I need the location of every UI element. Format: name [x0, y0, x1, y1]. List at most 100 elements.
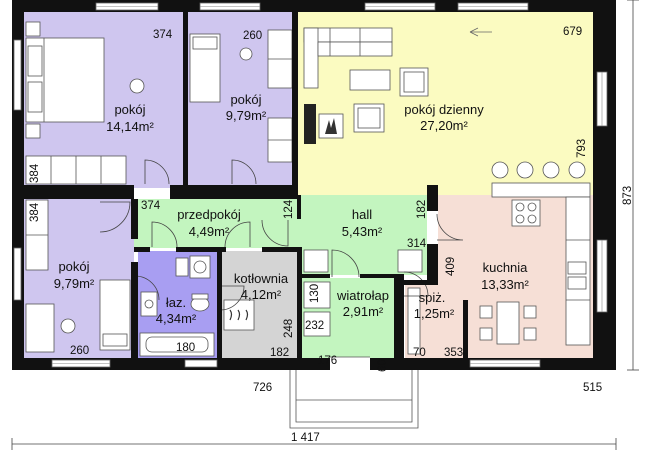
- wall-v-sw: [131, 199, 138, 239]
- wall-h-bath-top: [134, 247, 150, 252]
- arrow-left-icon: [469, 27, 492, 37]
- hall-cabinet-icon: [397, 249, 423, 273]
- door-swing-icon: [151, 221, 178, 248]
- vestibule-bench-icon: [303, 281, 331, 309]
- door-swing-icon: [261, 219, 289, 247]
- wall-bottom: [12, 358, 616, 370]
- window-icon: [596, 239, 608, 313]
- dim-label: 124: [283, 199, 295, 219]
- room-area: 4,12m²: [241, 287, 282, 302]
- doors: [99, 159, 464, 311]
- wall-h-bath-top-b: [176, 247, 226, 252]
- room-area: 1,25m²: [414, 306, 455, 321]
- dim-label: 384: [29, 163, 41, 183]
- wall-h-vest-top-b: [360, 274, 404, 278]
- dim-label: 260: [70, 345, 89, 357]
- window-icon: [364, 2, 436, 11]
- toilet-icon: [189, 255, 211, 279]
- window-icon: [469, 359, 541, 368]
- washbasin-icon: [140, 291, 158, 317]
- furniture: [25, 21, 591, 357]
- fireplace-icon: [318, 113, 344, 139]
- room-name: kuchnia: [483, 260, 529, 275]
- window-icon: [596, 71, 608, 127]
- room-name: hall: [352, 207, 372, 222]
- dim-label: 260: [243, 30, 262, 42]
- wall-v-bedroom-living: [292, 12, 298, 195]
- dim-label: 726: [253, 382, 272, 394]
- door-swing-icon: [219, 285, 245, 311]
- cabinet-icon: [175, 257, 189, 277]
- dimension-lines: [11, 0, 639, 450]
- dim-label: 793: [576, 139, 588, 158]
- dim-label: 182: [270, 347, 289, 359]
- dim-label: 314: [407, 238, 427, 250]
- wardrobe-icon: [267, 29, 293, 89]
- door-swing-icon: [224, 221, 251, 248]
- door-swing-icon: [331, 249, 360, 278]
- wall-v-hall-kitchen: [427, 185, 438, 211]
- pantry-shelf-icon: [407, 287, 421, 355]
- dim-label: 1 417: [291, 432, 320, 444]
- wardrobe-icon: [25, 155, 127, 185]
- room-name: pokój: [230, 92, 261, 107]
- wall-v-vest-pantry: [394, 274, 404, 358]
- door-swing-icon: [144, 159, 170, 185]
- room-name: kotłownia: [234, 271, 289, 286]
- wall-v-pantry-kitchen: [463, 300, 468, 358]
- dim-label: 70: [413, 347, 426, 359]
- dim-label: 182: [416, 200, 428, 219]
- dim-label: 374: [141, 200, 161, 212]
- room-name: spiż.: [419, 290, 446, 305]
- room-name: przedpokój: [177, 207, 241, 222]
- bathtub-icon: [139, 332, 215, 357]
- room-labels: pokój 14,14m² pokój 9,79m² pokój dzienny…: [54, 92, 530, 326]
- wall-v-bath-boiler: [217, 247, 222, 358]
- wall-v-boiler-vest: [297, 247, 302, 358]
- dim-label: 232: [305, 320, 324, 332]
- entrance-porch: [289, 370, 419, 429]
- dim-label: 374: [153, 29, 173, 41]
- wall-v-sw-b: [131, 262, 138, 358]
- hall-cabinet-icon: [303, 249, 329, 273]
- window-icon: [95, 2, 159, 11]
- window-icon: [51, 359, 111, 368]
- wardrobe-icon: [25, 199, 49, 271]
- wall-h-pantry-top: [404, 280, 438, 285]
- window-icon: [13, 39, 22, 111]
- room-area: 4,49m²: [189, 224, 230, 239]
- wall-v-bedrooms: [183, 12, 188, 188]
- dining-table-icon: [479, 301, 537, 345]
- desk-icon: [267, 117, 293, 163]
- dim-label: 515: [583, 382, 602, 394]
- dim-label: 130: [309, 284, 321, 303]
- dimension-labels: 374 260 679 384 793 374 124 182 384 314 …: [29, 26, 634, 444]
- sofa-icon: [303, 27, 393, 89]
- wall-h-north-b: [170, 185, 298, 199]
- window-icon: [457, 2, 529, 11]
- wall-h-vest-top: [302, 274, 330, 278]
- room-name: pokój: [58, 259, 89, 274]
- dim-label: 176: [318, 355, 337, 367]
- dim-label: 873: [622, 186, 634, 205]
- room-area: 14,14m²: [106, 119, 154, 134]
- armchair-icon: [353, 103, 385, 133]
- room-area: 9,79m²: [54, 276, 95, 291]
- bar-stool-icon: [491, 161, 586, 179]
- wall-h-boiler-top: [262, 247, 301, 252]
- door-swing-icon: [231, 159, 257, 185]
- room-area: 4,34m²: [156, 311, 197, 326]
- window-icon: [13, 247, 22, 301]
- coffee-table-icon: [349, 69, 391, 91]
- room-name: łaz.: [166, 295, 186, 310]
- armchair-icon: [399, 67, 429, 97]
- toilet-icon: [190, 293, 210, 312]
- room-area: 2,91m²: [343, 304, 384, 319]
- boiler-icon: [223, 299, 255, 331]
- room-name: pokój dzienny: [404, 102, 484, 117]
- vestibule-bench-icon: [303, 311, 331, 337]
- wall-v-hall-kitchen-b: [427, 244, 438, 284]
- dim-label: 384: [29, 202, 41, 222]
- sink-icon: [567, 261, 587, 290]
